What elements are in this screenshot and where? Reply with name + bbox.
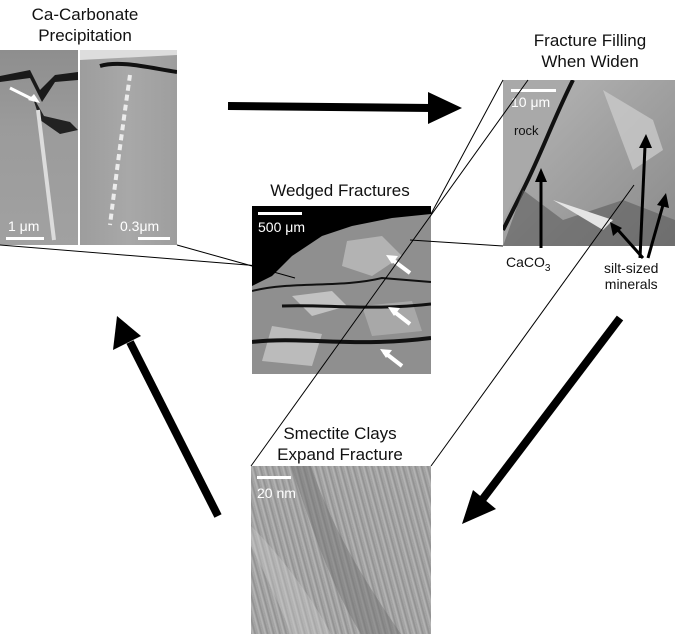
silt-label-line1: silt-sized	[604, 260, 659, 276]
filling-scale-label: 10 μm	[511, 94, 551, 110]
silt-label: silt-sized minerals	[604, 260, 658, 292]
ca-carbonate-title-line2: Precipitation	[38, 26, 132, 45]
ca-carbonate-title-line1: Ca-Carbonate	[31, 5, 139, 24]
wedged-scalebar	[258, 212, 302, 215]
rock-label: rock	[514, 123, 539, 138]
smectite-scalebar	[257, 476, 291, 479]
fracture-filling-title-line1: Fracture Filling	[533, 31, 647, 50]
ca-carbonate-left-texture	[0, 70, 78, 241]
fracture-filling-title: Fracture Filling When Widen	[505, 30, 675, 72]
caco3-label-main: CaCO	[506, 254, 545, 270]
smectite-image: 20 nm	[251, 466, 431, 634]
arrow-to-smectite	[462, 315, 624, 524]
ca-carbonate-title: Ca-Carbonate Precipitation	[0, 4, 170, 46]
smectite-title: Smectite Clays Expand Fracture	[255, 423, 425, 465]
wedged-fractures-image: 500 μm	[252, 206, 431, 374]
arrow-to-ca-carbonate	[113, 316, 222, 518]
ca-right-scalebar	[138, 237, 170, 240]
wedged-fractures-title: Wedged Fractures	[270, 181, 410, 200]
ca-right-scale-label: 0.3μm	[120, 218, 160, 234]
silt-label-line2: minerals	[604, 276, 658, 292]
caco3-label: CaCO3	[506, 254, 550, 277]
connector-ca-top	[0, 244, 261, 267]
filling-scalebar	[511, 89, 556, 92]
arrow-to-filling	[227, 92, 462, 124]
ca-left-scalebar	[6, 237, 44, 240]
ca-left-scale-label: 1 μm	[8, 218, 40, 234]
smectite-title-line2: Expand Fracture	[277, 445, 403, 464]
smectite-scale-label: 20 nm	[257, 485, 296, 501]
smectite-texture	[251, 466, 401, 634]
ca-carbonate-image-right: 0.3μm	[80, 50, 177, 245]
fracture-filling-title-line2: When Widen	[541, 52, 639, 71]
smectite-title-line1: Smectite Clays	[283, 424, 397, 443]
ca-carbonate-image-left: 1 μm	[0, 50, 78, 245]
fracture-filling-image: 10 μm rock	[503, 80, 675, 246]
wedged-scale-label: 500 μm	[258, 219, 305, 235]
connector-filling-top	[430, 79, 504, 215]
ca-carbonate-right-texture	[80, 50, 177, 226]
caco3-label-subscript: 3	[544, 262, 551, 274]
